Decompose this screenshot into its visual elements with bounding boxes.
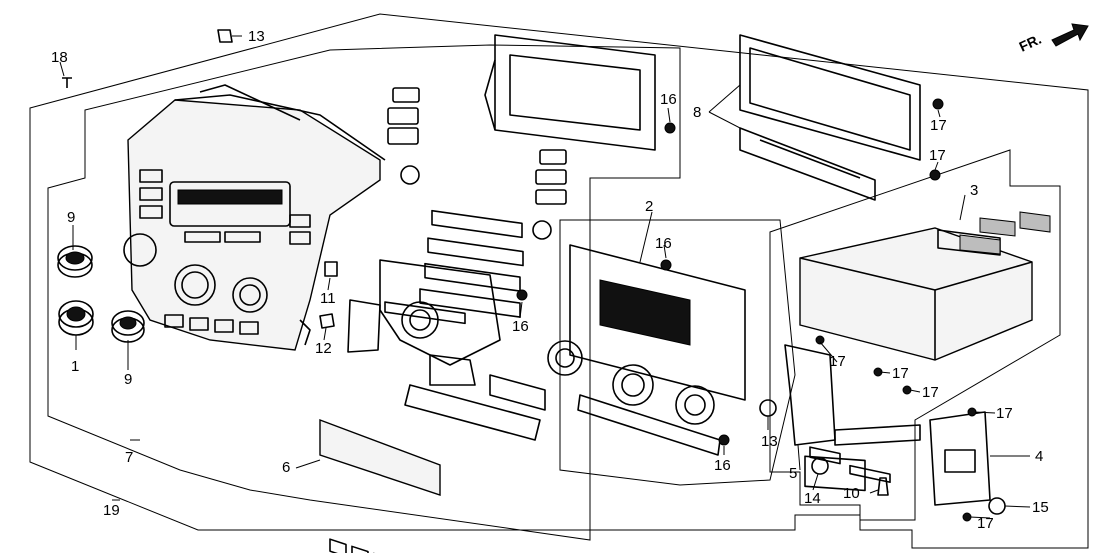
bottom-button-bar [319, 418, 441, 553]
screw-17-d [967, 407, 977, 417]
callout-10: 10 [843, 485, 860, 502]
front-direction-indicator: FR. [1017, 23, 1089, 55]
mounting-bracket-left [784, 344, 921, 492]
callout-19: 19 [103, 502, 120, 519]
leader-lines [59, 35, 1031, 519]
bolt-13-right [988, 497, 1006, 515]
callout-13-mid: 14 [804, 490, 821, 507]
callout-17-a: 17 [829, 353, 846, 370]
callout-16-right-top: 17 [930, 117, 947, 134]
callout-17-e: 17 [977, 515, 994, 532]
callout-4: 4 [1035, 448, 1043, 465]
callout-16-center: 16 [512, 318, 529, 335]
screw-16-bottom [718, 434, 730, 446]
screw-16-mid [516, 289, 528, 301]
callout-9-upper: 9 [67, 209, 75, 226]
front-direction-arrow-icon [1051, 23, 1089, 47]
callout-1: 1 [71, 358, 79, 375]
knob-upper-left [57, 245, 93, 278]
panel-unit-boundary-outline [559, 219, 796, 486]
knob-lower-left [58, 300, 94, 336]
display-housing-top [739, 34, 921, 161]
button-stack-left [387, 87, 420, 185]
front-direction-label: FR. [1017, 31, 1044, 55]
audio-unit-manual-sheets [937, 211, 1051, 256]
callout-6: 6 [282, 459, 290, 476]
callout-18: 18 [51, 49, 68, 66]
button-stack-right [532, 149, 567, 240]
callout-16-top: 16 [660, 91, 677, 108]
bolt-10 [877, 477, 889, 496]
bracket-group-boundary-outline [769, 149, 1061, 521]
callout-13-right: 15 [1032, 499, 1049, 516]
screw-18 [62, 77, 72, 88]
assembly-boundary-outline [47, 44, 681, 541]
callout-13-left: 13 [761, 433, 778, 450]
screw-16-right-mid [929, 169, 941, 181]
bolt-13-mid [811, 457, 829, 475]
callout-14: 13 [248, 28, 265, 45]
callout-9-lower: 9 [124, 371, 132, 388]
callout-8: 8 [693, 104, 701, 121]
upper-display-frame [484, 34, 656, 151]
callout-7: 7 [125, 449, 133, 466]
clip-14 [217, 29, 233, 43]
callout-11: 11 [320, 290, 336, 307]
knob-lower-right [111, 310, 145, 343]
callout-2: 2 [645, 198, 653, 215]
display-panel-unit [547, 244, 746, 456]
callout-5: 5 [789, 465, 797, 482]
screw-17-c [902, 385, 912, 395]
screw-16-right-top [932, 98, 944, 110]
callout-17-d: 17 [996, 405, 1013, 422]
screw-17-e [962, 512, 972, 522]
callout-17-c: 17 [922, 384, 939, 401]
callout-16-bottom: 16 [714, 457, 731, 474]
bolt-13-left [759, 399, 777, 417]
screw-16-top [664, 122, 676, 134]
screw-15 [660, 259, 672, 271]
callout-15: 16 [655, 235, 672, 252]
button-strip-array [384, 209, 524, 325]
callout-labels: 13 18 9 1 9 7 19 6 11 12 16 16 2 16 16 8… [51, 28, 1049, 532]
callout-12: 12 [315, 340, 332, 357]
display-housing-bottom [739, 127, 876, 201]
mounting-bracket-right [929, 411, 991, 506]
callout-3: 3 [970, 182, 978, 199]
audio-unit-housing [799, 227, 1033, 483]
callout-17-b: 17 [892, 365, 909, 382]
callout-16-right-mid: 17 [929, 147, 946, 164]
center-panel-bezel [123, 84, 386, 351]
control-switch-assembly [319, 259, 501, 366]
outer-boundary-outline [29, 13, 1089, 549]
screw-17-a [815, 335, 825, 345]
lower-trim-strip [404, 354, 546, 441]
